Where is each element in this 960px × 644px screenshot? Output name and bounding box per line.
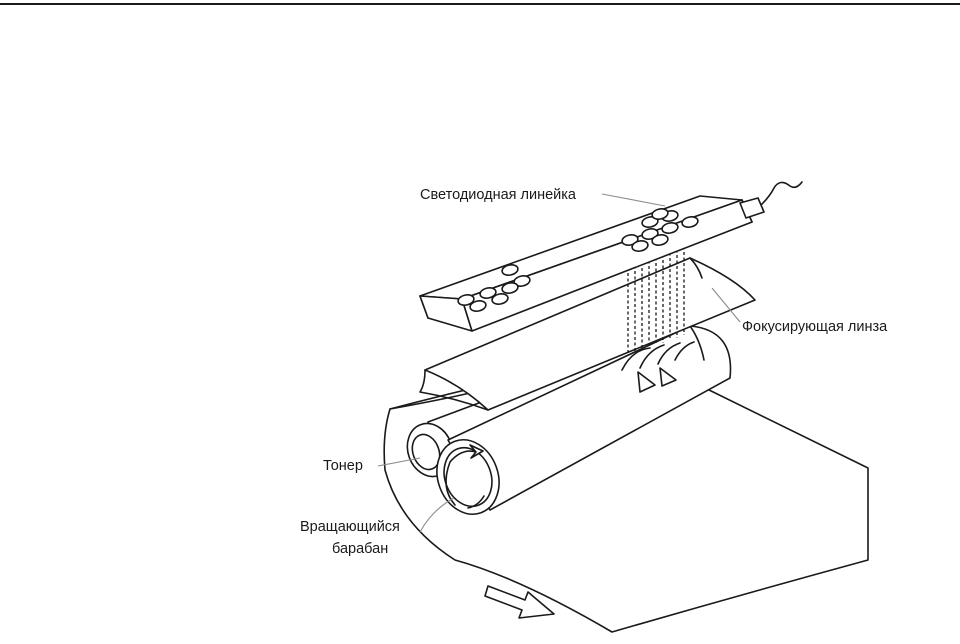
led-cluster-left: [457, 264, 531, 312]
top-rule: [0, 3, 960, 5]
leader-drum: [419, 497, 455, 533]
leader-lens: [711, 287, 741, 323]
light-beams: [621, 241, 695, 393]
led-bar: [419, 181, 803, 332]
label-drum-line1: Вращающийся: [300, 519, 400, 535]
label-led-bar: Светодиодная линейка: [420, 187, 577, 203]
label-toner: Тонер: [323, 458, 363, 474]
leader-led-bar: [601, 193, 666, 207]
label-focusing-lens: Фокусирующая линза: [742, 319, 888, 335]
focusing-lens: [419, 257, 756, 411]
hollow-arrow-icon: [484, 585, 555, 619]
leader-toner: [377, 457, 421, 467]
label-drum-line2: барабан: [332, 541, 388, 557]
circular-arrow-icon: [445, 450, 477, 506]
led-cluster-right: [621, 208, 699, 252]
